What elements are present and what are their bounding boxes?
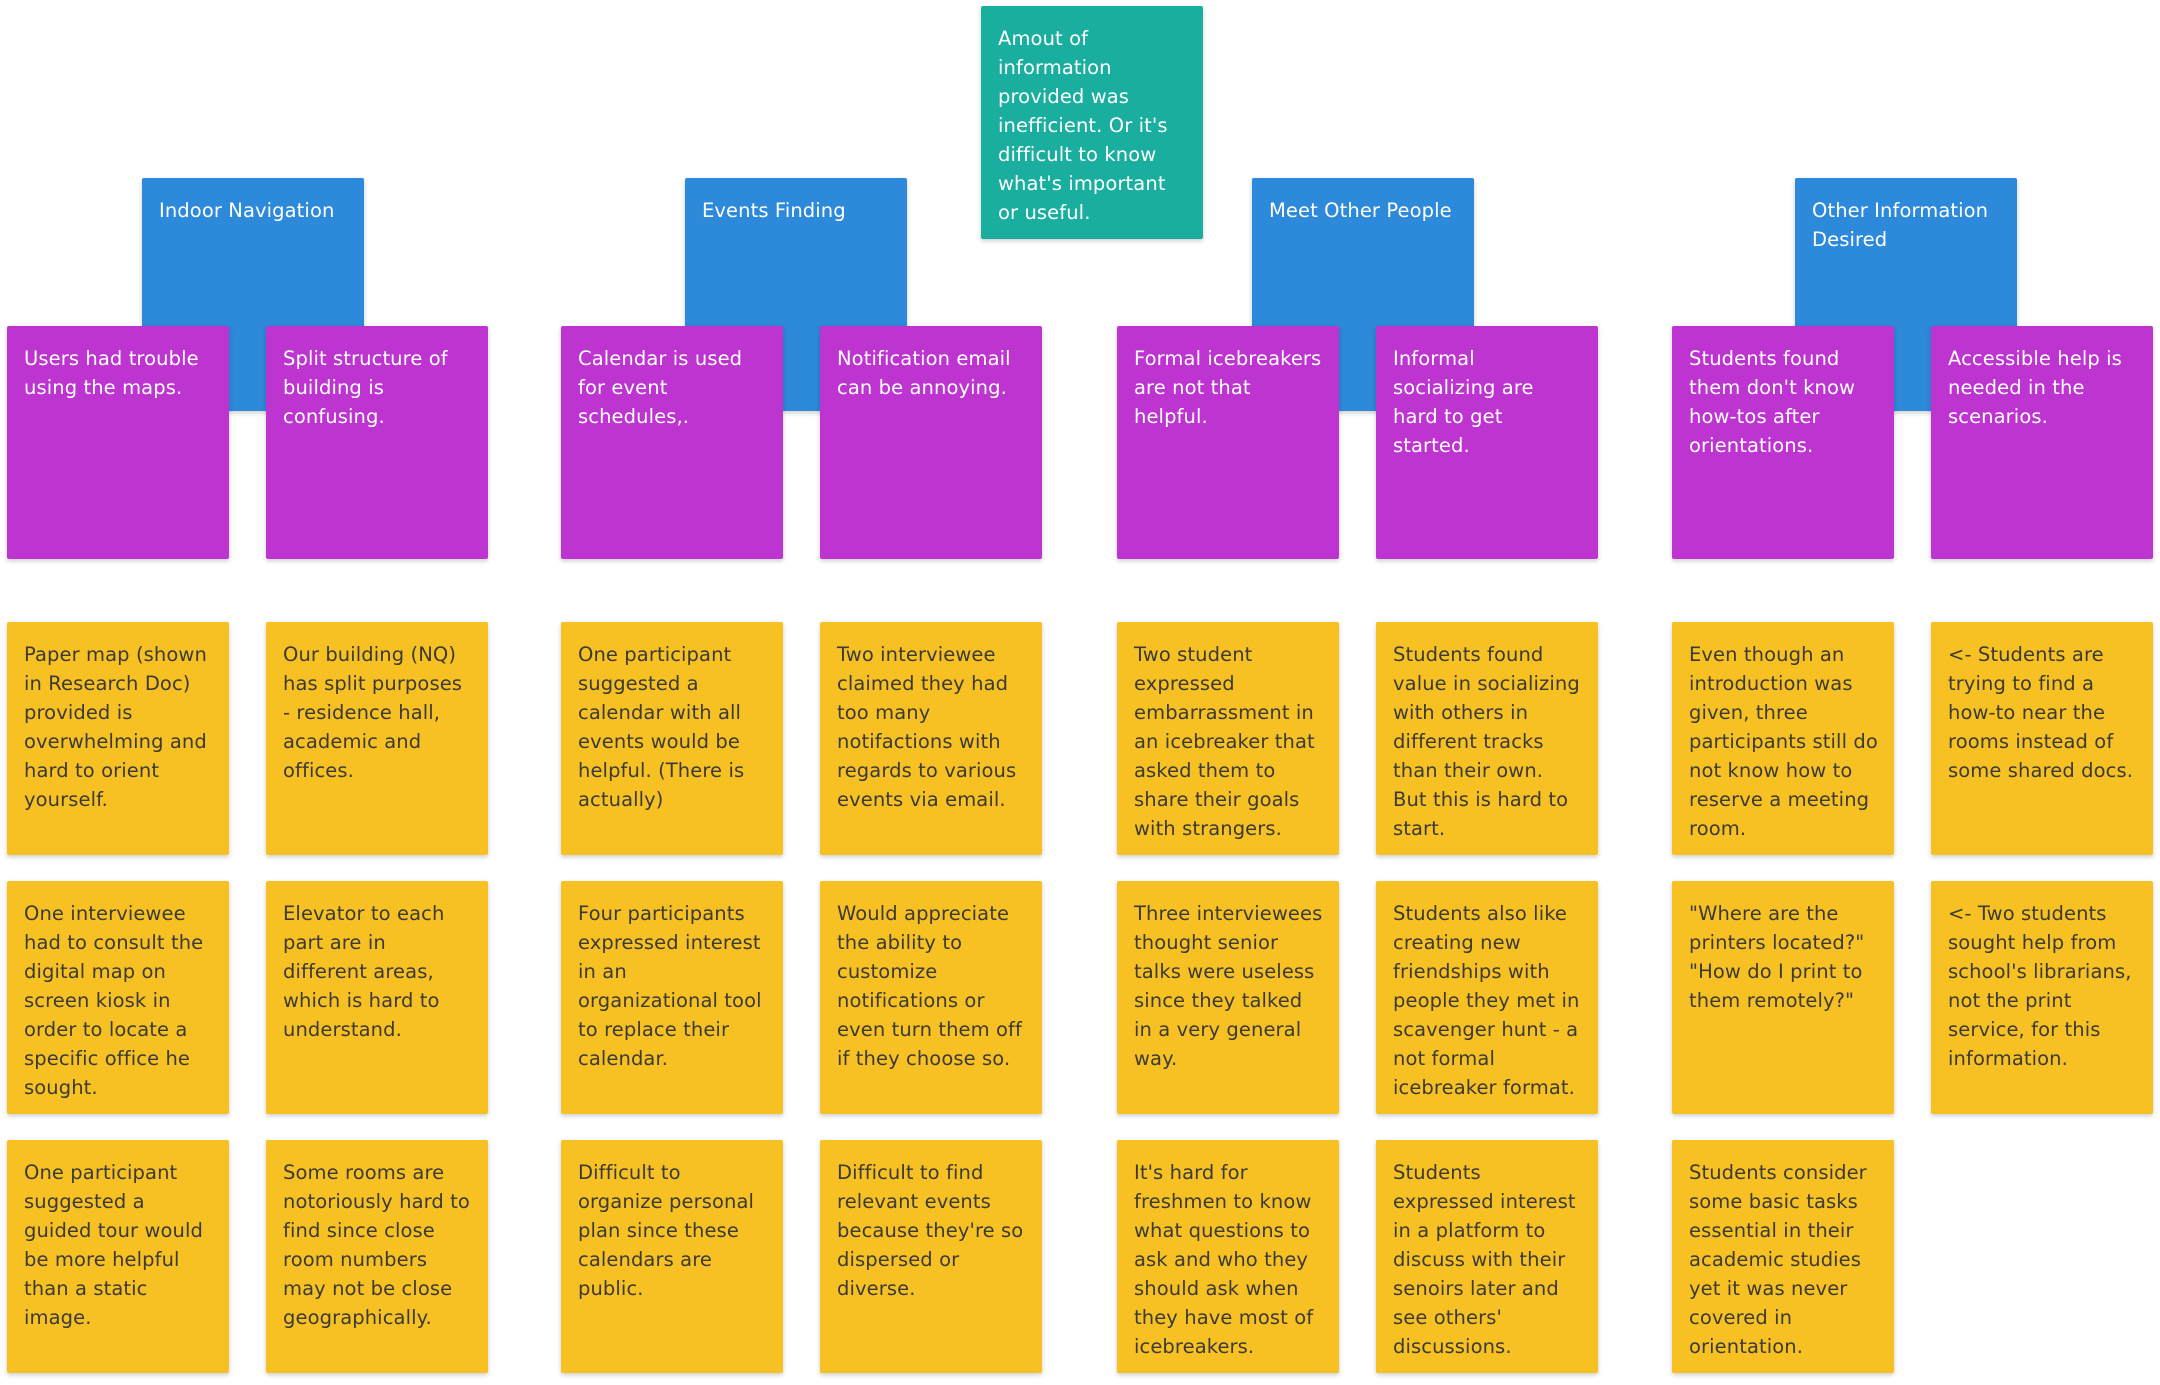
insight-note[interactable]: Informal socializing are hard to get sta… (1376, 326, 1598, 559)
finding-note[interactable]: One interviewee had to consult the digit… (7, 881, 229, 1114)
main-insight-note[interactable]: Amout of information provided was ineffi… (981, 6, 1203, 239)
finding-note[interactable]: Even though an introduction was given, t… (1672, 622, 1894, 855)
finding-note[interactable]: Some rooms are notoriously hard to find … (266, 1140, 488, 1373)
finding-note[interactable]: <- Two students sought help from school'… (1931, 881, 2153, 1114)
insight-note[interactable]: Formal icebreakers are not that helpful. (1117, 326, 1339, 559)
finding-note[interactable]: Elevator to each part are in different a… (266, 881, 488, 1114)
insight-note[interactable]: Students found them don't know how-tos a… (1672, 326, 1894, 559)
finding-note[interactable]: Two student expressed embarrassment in a… (1117, 622, 1339, 855)
insight-note[interactable]: Accessible help is needed in the scenari… (1931, 326, 2153, 559)
insight-note[interactable]: Notification email can be annoying. (820, 326, 1042, 559)
finding-note[interactable]: Students also like creating new friendsh… (1376, 881, 1598, 1114)
insight-note[interactable]: Split structure of building is confusing… (266, 326, 488, 559)
finding-note[interactable]: Our building (NQ) has split purposes - r… (266, 622, 488, 855)
finding-note[interactable]: <- Students are trying to find a how-to … (1931, 622, 2153, 855)
finding-note[interactable]: It's hard for freshmen to know what ques… (1117, 1140, 1339, 1373)
finding-note[interactable]: Students consider some basic tasks essen… (1672, 1140, 1894, 1373)
insight-note[interactable]: Calendar is used for event schedules,. (561, 326, 783, 559)
insight-note[interactable]: Users had trouble using the maps. (7, 326, 229, 559)
finding-note[interactable]: Difficult to organize personal plan sinc… (561, 1140, 783, 1373)
finding-note[interactable]: Paper map (shown in Research Doc) provid… (7, 622, 229, 855)
finding-note[interactable]: Difficult to find relevant events becaus… (820, 1140, 1042, 1373)
finding-note[interactable]: "Where are the printers located?" "How d… (1672, 881, 1894, 1114)
finding-note[interactable]: Two interviewee claimed they had too man… (820, 622, 1042, 855)
finding-note[interactable]: Students expressed interest in a platfor… (1376, 1140, 1598, 1373)
finding-note[interactable]: One participant suggested a guided tour … (7, 1140, 229, 1373)
finding-note[interactable]: Students found value in socializing with… (1376, 622, 1598, 855)
finding-note[interactable]: One participant suggested a calendar wit… (561, 622, 783, 855)
finding-note[interactable]: Would appreciate the ability to customiz… (820, 881, 1042, 1114)
finding-note[interactable]: Three interviewees thought senior talks … (1117, 881, 1339, 1114)
finding-note[interactable]: Four participants expressed interest in … (561, 881, 783, 1114)
